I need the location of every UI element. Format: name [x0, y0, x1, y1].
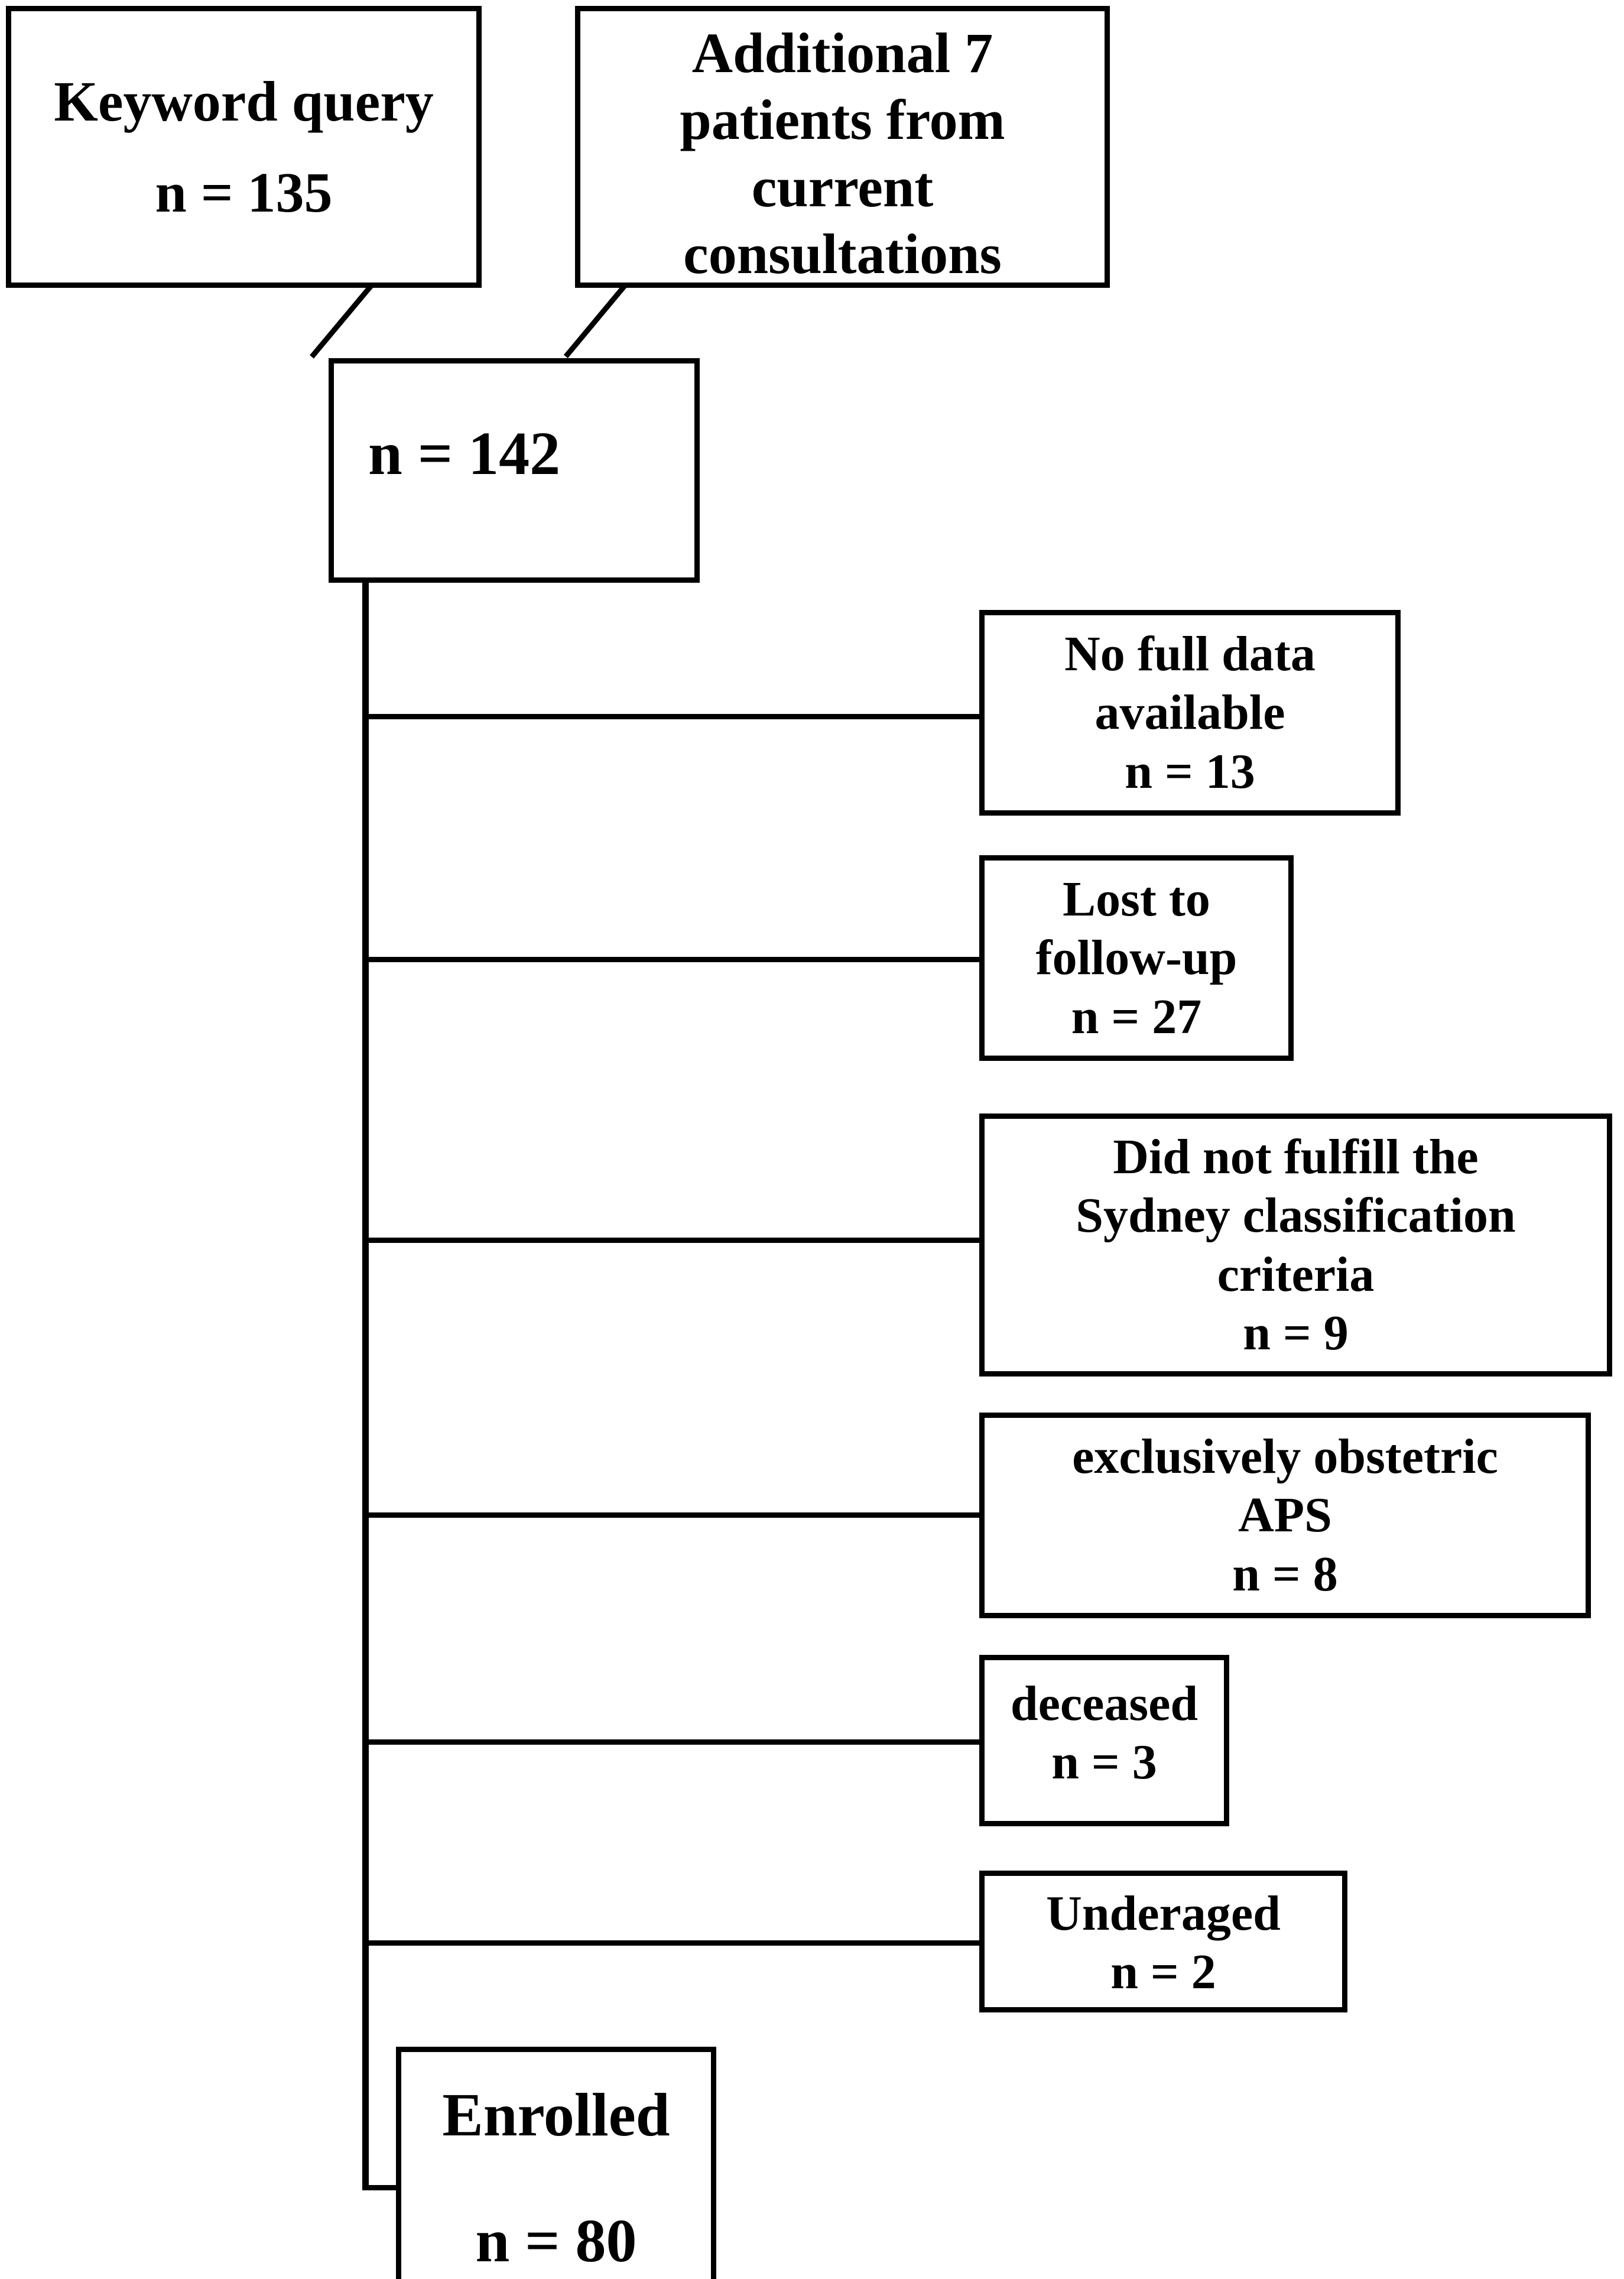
node-enrolled-label: Enrolled	[442, 2081, 670, 2149]
node-no-full-data-count: n = 13	[1125, 744, 1255, 799]
node-sydney-criteria-count: n = 9	[1243, 1305, 1349, 1361]
node-obstetric-aps-count: n = 8	[1232, 1546, 1338, 1602]
node-no-full-data-line-2: available	[1094, 685, 1285, 741]
connector-branch-no-full-data	[362, 714, 983, 719]
node-lost-to-follow-up-count: n = 27	[1071, 989, 1202, 1044]
node-sydney-criteria-line-2: Sydney classification	[1076, 1188, 1516, 1244]
node-sydney-criteria-line-1: Did not fulfill the	[1113, 1129, 1479, 1185]
node-sydney-criteria-line-3: criteria	[1217, 1246, 1375, 1302]
node-deceased-label: deceased	[1010, 1676, 1198, 1731]
node-obstetric-aps-line-1: exclusively obstetric	[1072, 1429, 1498, 1485]
node-underaged-label: Underaged	[1046, 1886, 1281, 1941]
node-lost-to-follow-up-line-2: follow-up	[1035, 930, 1238, 986]
connector-branch-deceased	[362, 1739, 983, 1745]
node-pooled-total-count: n = 142	[368, 420, 561, 488]
node-lost-to-follow-up: Lost to follow-up n = 27	[979, 855, 1294, 1061]
node-additional-line-4: consultations	[683, 222, 1002, 285]
connector-keyword-to-pooled	[310, 284, 373, 359]
connector-branch-enrolled	[362, 2185, 404, 2190]
node-keyword-query-count: n = 135	[155, 160, 333, 224]
connector-branch-sydney	[362, 1238, 983, 1243]
node-lost-to-follow-up-line-1: Lost to	[1063, 872, 1210, 927]
node-no-full-data-line-1: No full data	[1064, 626, 1316, 682]
connector-trunk-vertical	[362, 580, 369, 2190]
node-deceased: deceased n = 3	[979, 1655, 1229, 1826]
node-underaged: Underaged n = 2	[979, 1871, 1347, 2012]
node-additional-patients: Additional 7 patients from current consu…	[575, 6, 1110, 288]
node-additional-line-1: Additional 7	[691, 21, 993, 85]
connector-additional-to-pooled	[563, 284, 626, 359]
node-enrolled: Enrolled n = 80	[396, 2047, 716, 2279]
connector-branch-underaged	[362, 1940, 983, 1946]
node-pooled-total: n = 142	[329, 358, 700, 583]
node-keyword-query-label: Keyword query	[54, 70, 434, 134]
node-underaged-count: n = 2	[1110, 1944, 1216, 2000]
connector-branch-obstetric	[362, 1512, 983, 1518]
node-keyword-query: Keyword query n = 135	[6, 6, 482, 288]
node-obstetric-aps: exclusively obstetric APS n = 8	[979, 1413, 1591, 1618]
node-no-full-data: No full data available n = 13	[979, 610, 1401, 816]
node-sydney-criteria: Did not fulfill the Sydney classificatio…	[979, 1113, 1612, 1377]
node-obstetric-aps-line-2: APS	[1238, 1488, 1332, 1543]
node-additional-line-3: current	[751, 155, 934, 219]
node-enrolled-count: n = 80	[475, 2207, 637, 2275]
node-deceased-count: n = 3	[1051, 1735, 1157, 1790]
connector-branch-lost-followup	[362, 957, 983, 962]
node-additional-line-2: patients from	[680, 88, 1005, 152]
